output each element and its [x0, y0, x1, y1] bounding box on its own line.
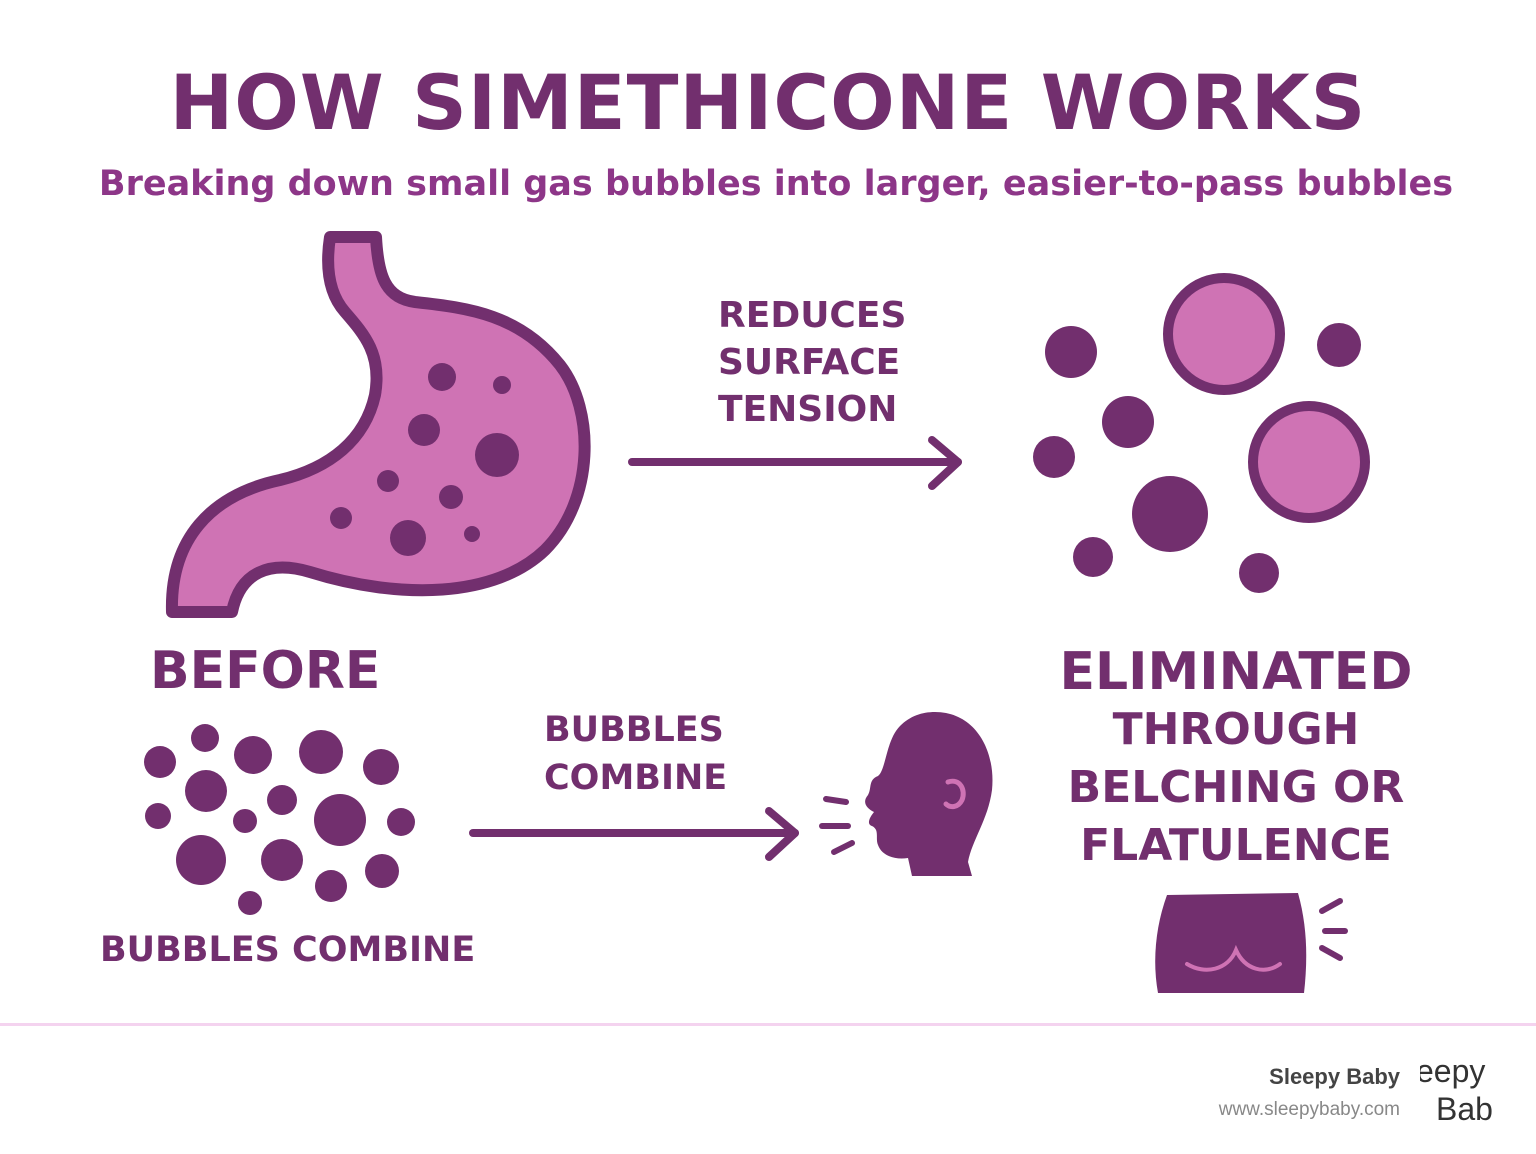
label-eliminated: ELIMINATED THROUGH BELCHING OR FLATULENC…: [1054, 643, 1418, 875]
logo-text-line: eepy: [1420, 1053, 1486, 1089]
gas-bubble: [390, 520, 426, 556]
small-bubbles: [144, 724, 415, 915]
label-line: BELCHING OR: [1067, 762, 1405, 813]
label-bubbles-combine: BUBBLES COMBINE: [100, 930, 476, 970]
label-before: BEFORE: [150, 641, 381, 701]
gas-bubble: [493, 376, 511, 394]
arrow-right-icon: [469, 807, 799, 861]
gas-bubble: [439, 485, 463, 509]
bubble-icon: [1132, 476, 1208, 552]
label-line: THROUGH: [1112, 704, 1360, 755]
label-line: BUBBLES: [544, 710, 724, 750]
bubble-icon: [1248, 401, 1370, 523]
buttocks-icon: [1155, 893, 1348, 993]
bubble-icon: [1073, 537, 1113, 577]
bubble-icon: [1163, 273, 1285, 395]
stomach-icon: [165, 231, 591, 618]
bubble-icon: [1033, 436, 1075, 478]
brand-name: Sleepy Baby: [1269, 1064, 1400, 1089]
label-line: COMBINE: [544, 758, 728, 798]
stomach-shape: [165, 231, 591, 618]
label-line: ELIMINATED: [1059, 642, 1413, 702]
label-line: TENSION: [718, 389, 898, 430]
gas-bubble: [428, 363, 456, 391]
label-line: SURFACE: [718, 342, 901, 383]
arrow-right-icon: [628, 436, 962, 490]
gas-bubble: [330, 507, 352, 529]
label-line: REDUCES: [718, 295, 907, 336]
head-belching-icon: [819, 712, 993, 876]
bubble-icon: [1045, 326, 1097, 378]
page-subtitle: Breaking down small gas bubbles into lar…: [98, 164, 1454, 204]
gas-bubble: [408, 414, 440, 446]
label-reduces-surface-tension: REDUCES SURFACE TENSION: [718, 292, 906, 433]
bubble-icon: [1239, 553, 1279, 593]
gas-bubble: [464, 526, 480, 542]
bubble-icon: [1102, 396, 1154, 448]
sleepy-baby-logo: eepy Bab: [1420, 1052, 1536, 1132]
page-title: HOW SIMETHICONE WORKS: [169, 58, 1367, 147]
label-line: FLATULENCE: [1080, 820, 1392, 871]
combined-bubbles: [1033, 273, 1370, 593]
gas-bubble: [377, 470, 399, 492]
gas-bubble: [475, 433, 519, 477]
bubble-icon: [1317, 323, 1361, 367]
logo-text-line: Bab: [1436, 1091, 1493, 1127]
footer-divider: [0, 1023, 1536, 1026]
label-bubbles-combine-arrow: BUBBLES COMBINE: [544, 706, 727, 802]
brand-url[interactable]: www.sleepybaby.com: [1218, 1099, 1400, 1120]
